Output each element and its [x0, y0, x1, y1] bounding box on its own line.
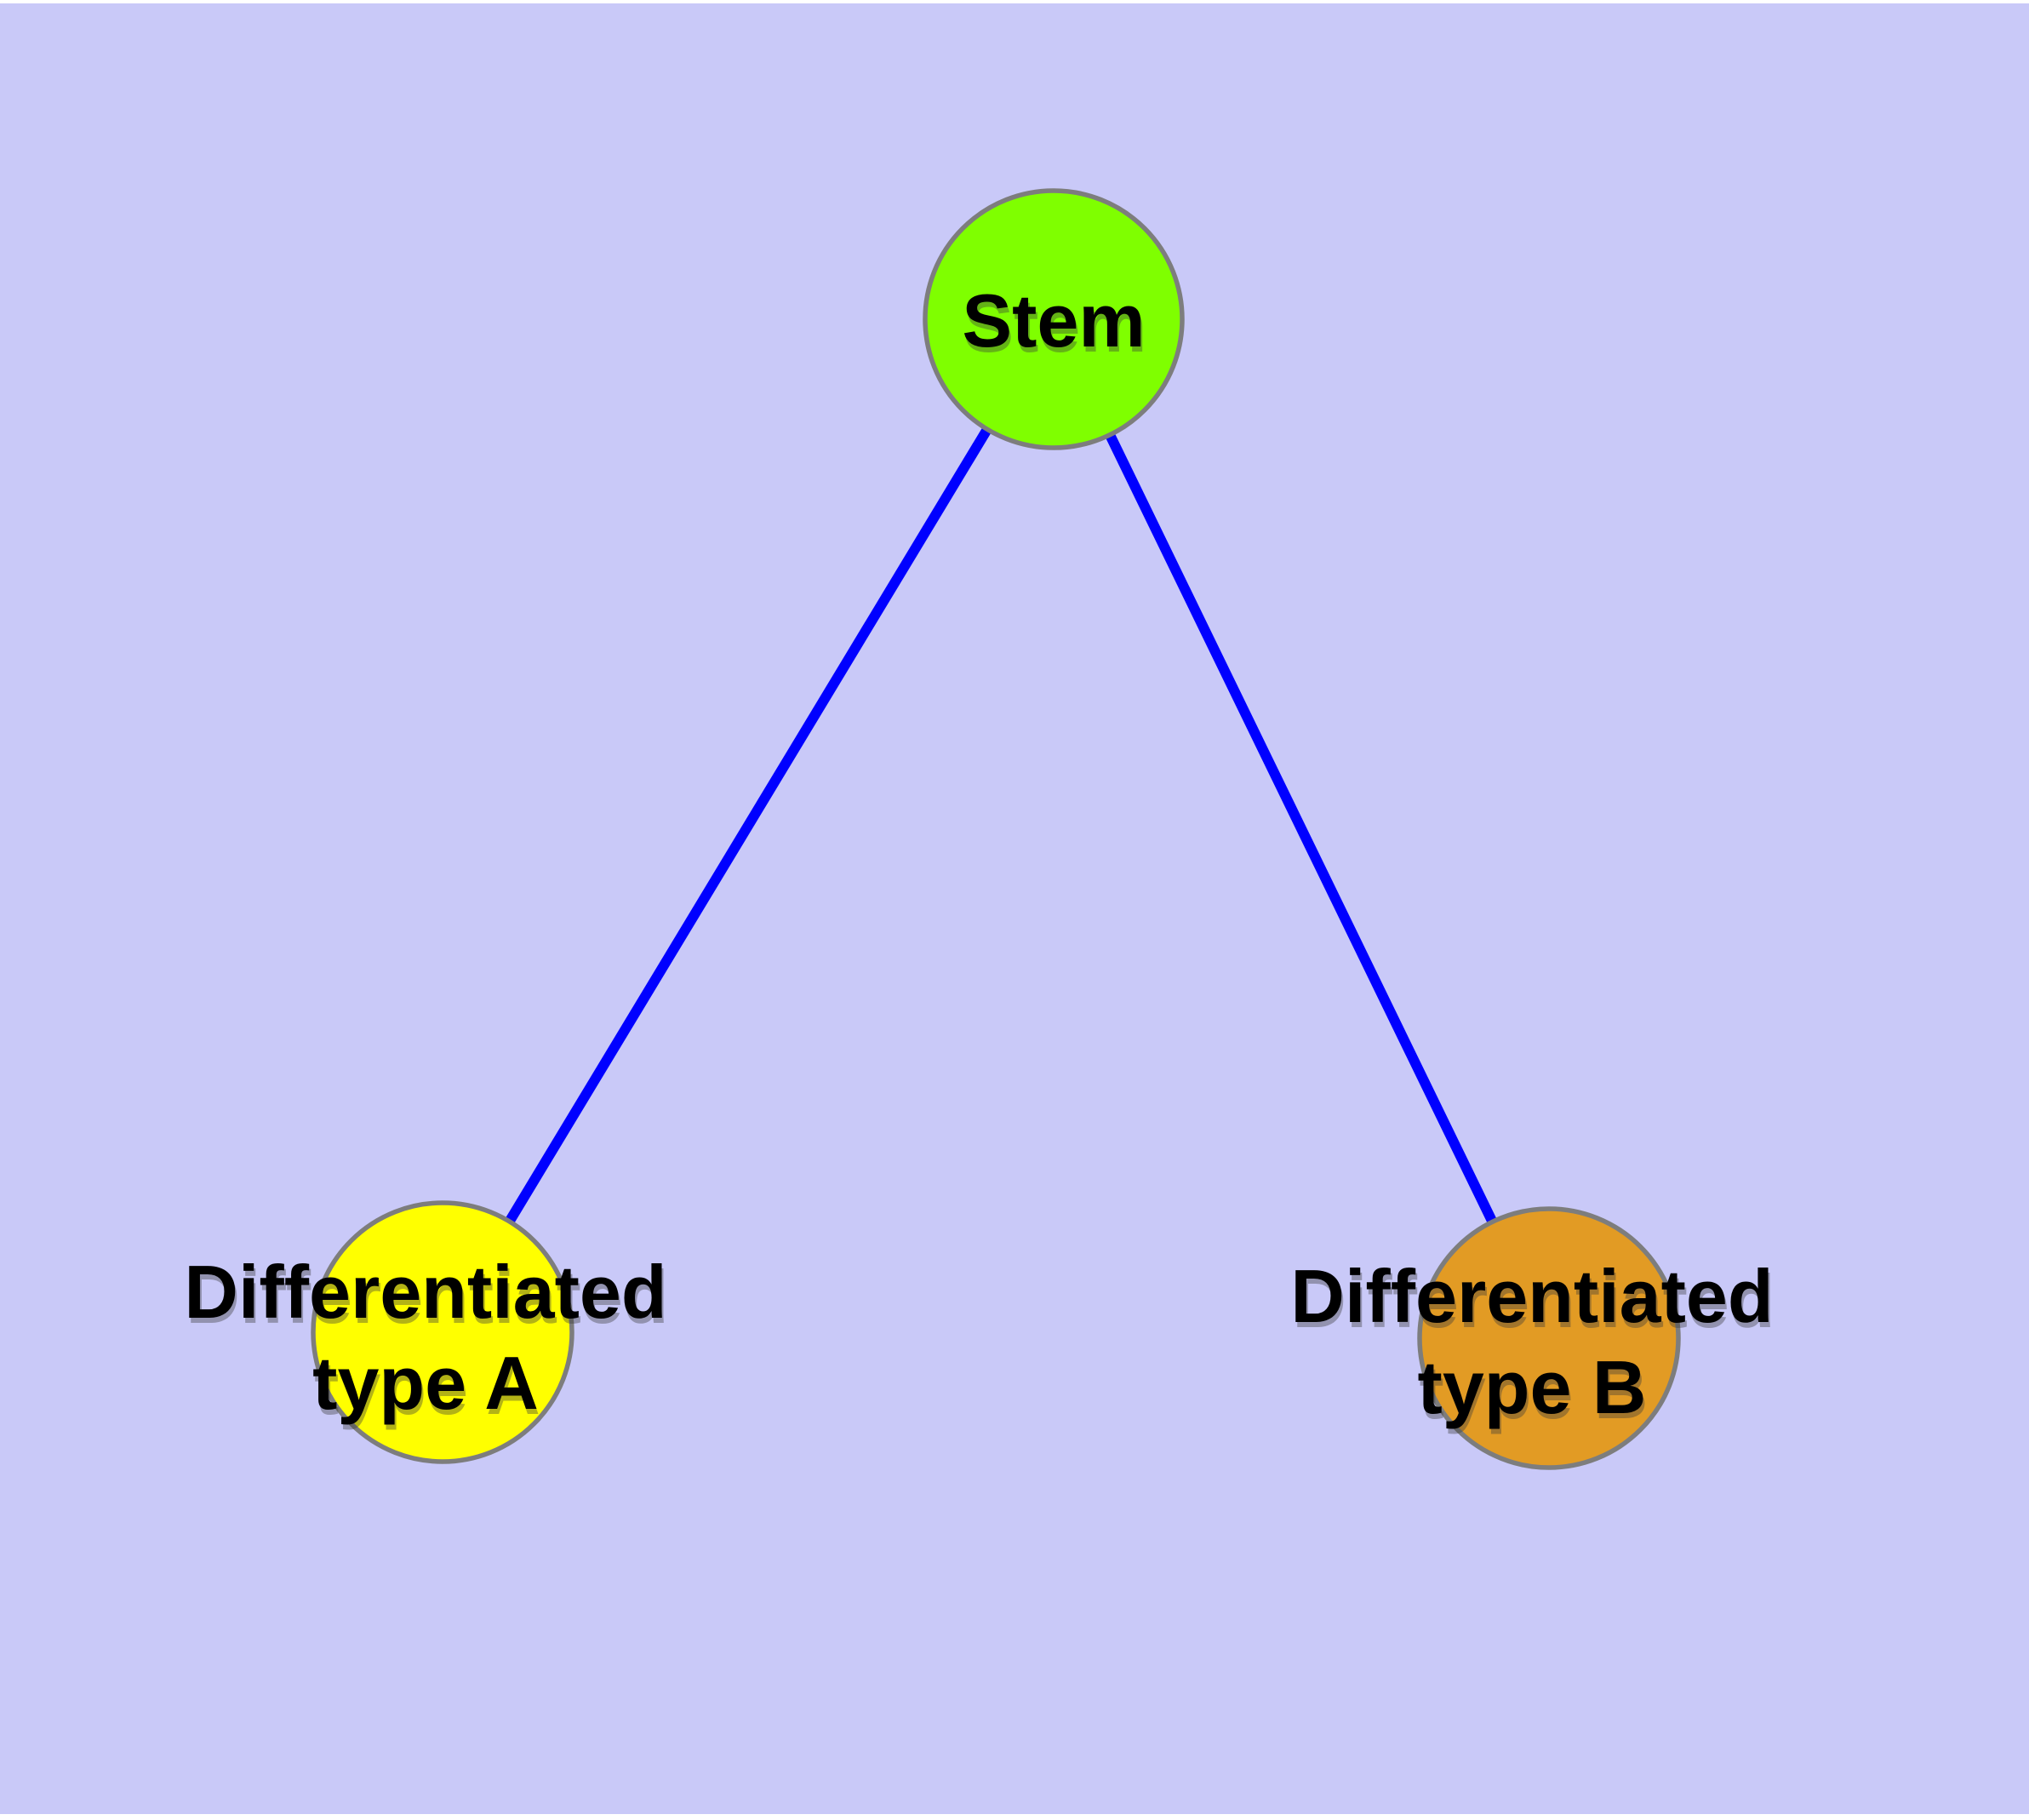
- edge-stem-to-type-b: [1049, 317, 1554, 1341]
- type-b-label-line2: type B: [1418, 1345, 1647, 1429]
- label-shadows: Stem Differentiated type A Differentiate…: [186, 283, 1775, 1434]
- type-a-label-line2: type A: [312, 1341, 539, 1425]
- type-b-label-line1: Differentiated: [1290, 1254, 1773, 1338]
- stem-label-shadow: Stem: [963, 283, 1146, 368]
- type-a-label-line1: Differentiated: [184, 1250, 666, 1334]
- type-a-label-line2-shadow: type A: [314, 1346, 540, 1430]
- type-b-label-line1-shadow: Differentiated: [1292, 1259, 1775, 1343]
- edges: [437, 316, 1554, 1341]
- edge-stem-to-type-a: [437, 316, 1059, 1336]
- type-a-node: [311, 1200, 574, 1464]
- type-b-label-line2-shadow: type B: [1420, 1350, 1649, 1434]
- nodes: [311, 188, 1681, 1470]
- type-b-node: [1417, 1206, 1681, 1470]
- type-a-label-line1-shadow: Differentiated: [186, 1255, 668, 1339]
- labels: Stem Differentiated type A Differentiate…: [184, 278, 1773, 1429]
- stem-node: [923, 188, 1185, 450]
- stem-label: Stem: [962, 278, 1145, 363]
